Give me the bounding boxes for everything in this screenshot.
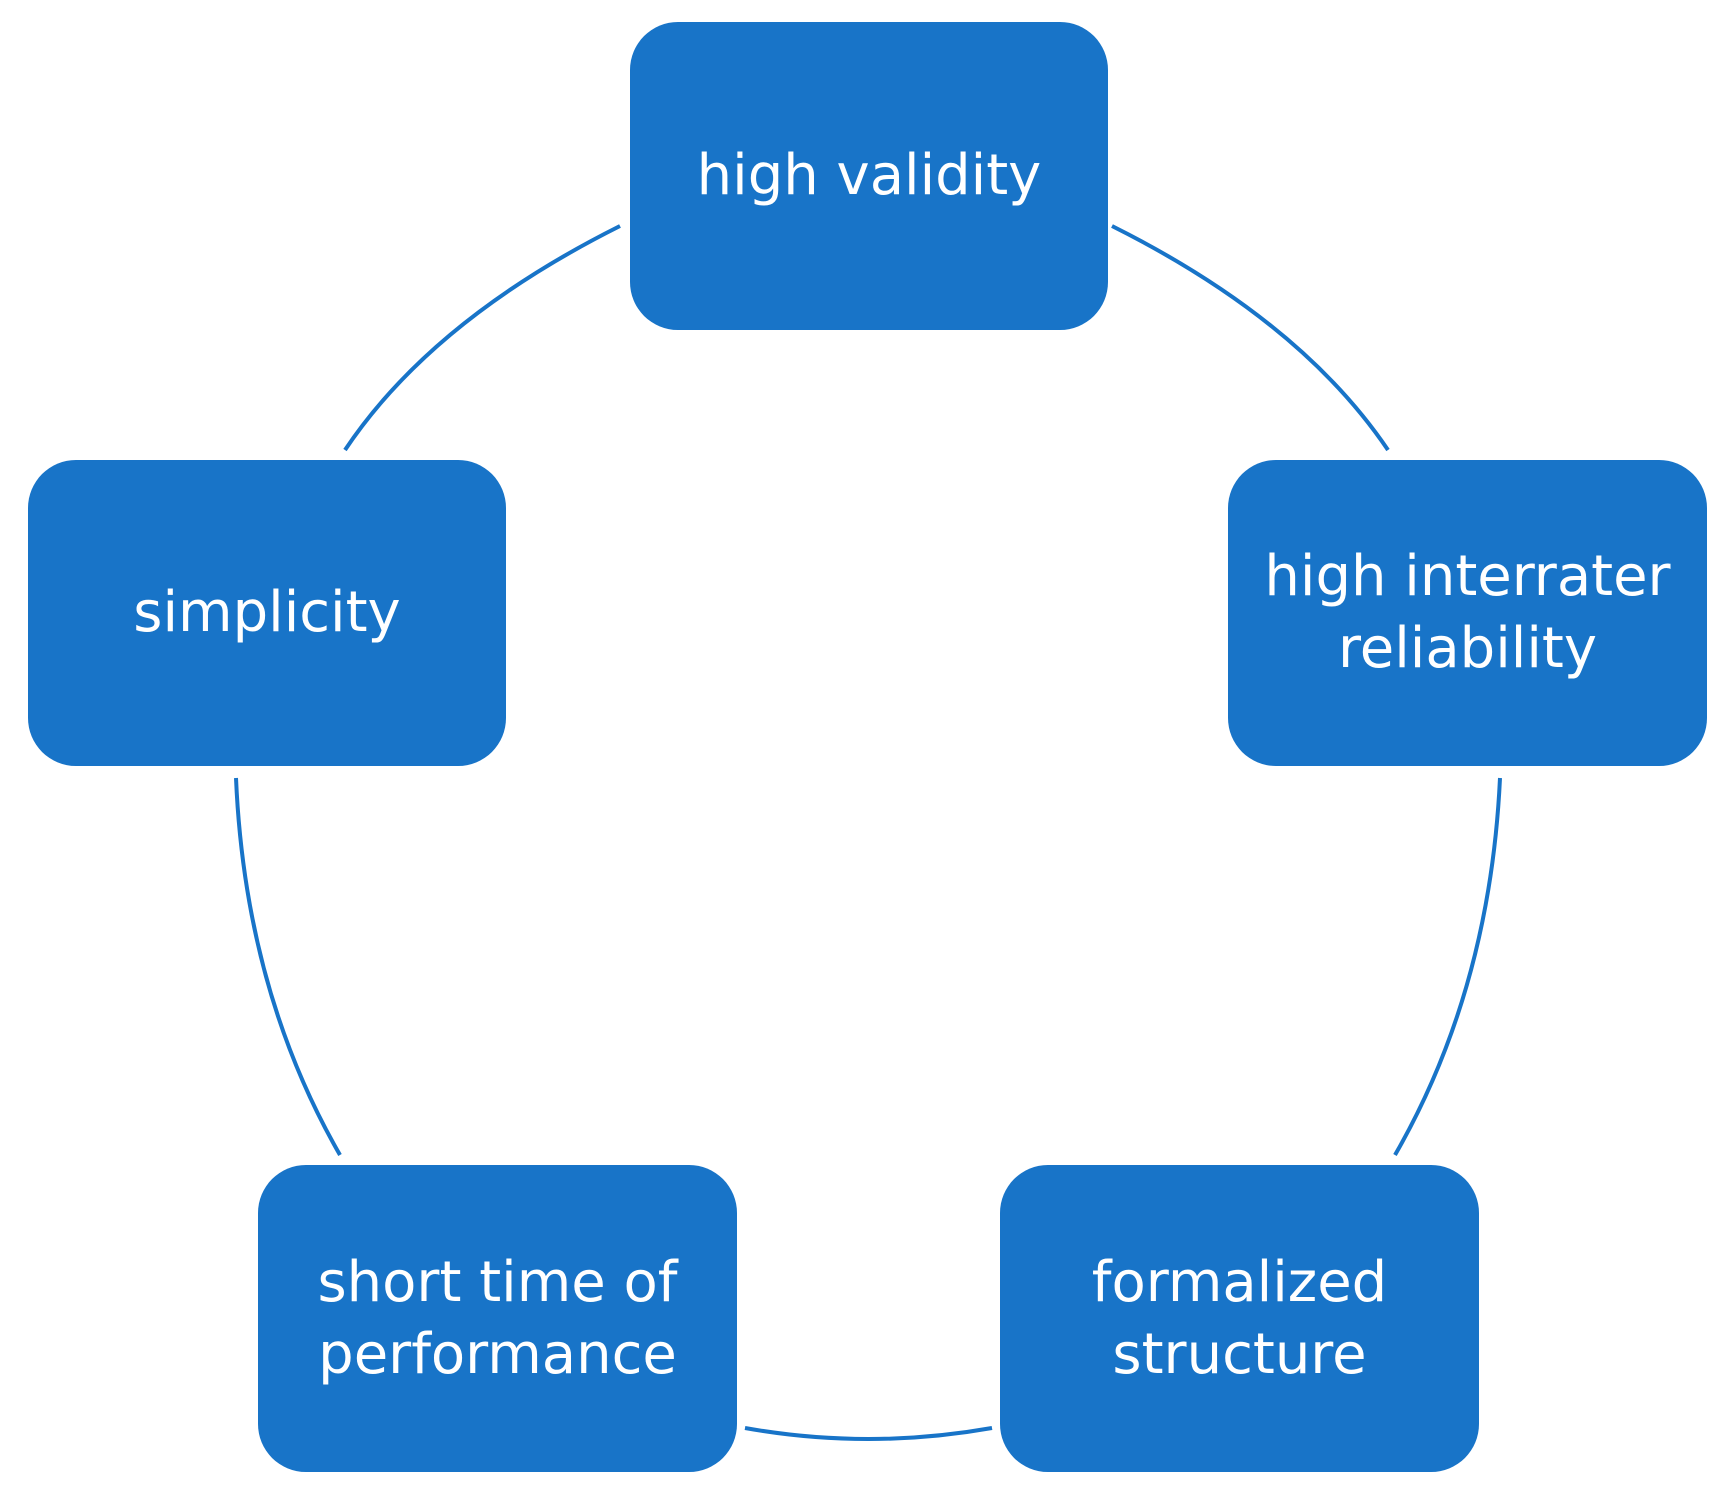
connector-simplicity-to-high-validity <box>343 224 621 452</box>
node-high-validity: high validity <box>630 22 1108 330</box>
node-simplicity: simplicity <box>28 460 506 766</box>
node-high-interrater-reliability: high interrater reliability <box>1228 460 1707 766</box>
connector-high-validity-to-high-interrater-reliability <box>1111 224 1390 452</box>
node-formalized-structure-label: formalized structure <box>1091 1249 1388 1387</box>
connector-formalized-structure-to-short-time-of-performance <box>744 1426 993 1441</box>
node-short-time-of-performance: short time of performance <box>258 1165 737 1472</box>
node-high-validity-label: high validity <box>696 143 1042 209</box>
node-formalized-structure: formalized structure <box>1000 1165 1479 1472</box>
node-short-time-of-performance-label: short time of performance <box>317 1249 678 1387</box>
connector-short-time-of-performance-to-simplicity <box>234 777 342 1156</box>
node-high-interrater-reliability-label: high interrater reliability <box>1264 544 1671 681</box>
connector-high-interrater-reliability-to-formalized-structure <box>1393 777 1502 1156</box>
node-simplicity-label: simplicity <box>133 580 401 646</box>
